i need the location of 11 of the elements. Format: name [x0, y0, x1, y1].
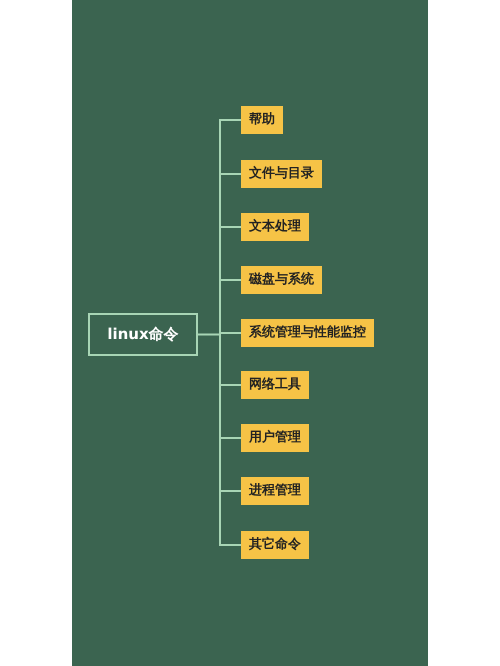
- root-box: linux命令: [88, 313, 198, 356]
- topic-box: 其它命令: [241, 531, 309, 559]
- connector-line: [198, 334, 241, 546]
- topic-box: 文件与目录: [241, 160, 322, 188]
- topic-box: 帮助: [241, 106, 283, 134]
- topic-box: 文本处理: [241, 213, 309, 241]
- topic-box: 用户管理: [241, 424, 309, 452]
- topic-box: 磁盘与系统: [241, 266, 322, 294]
- topic-box: 网络工具: [241, 371, 309, 399]
- topic-box: 系统管理与性能监控: [241, 319, 374, 347]
- topic-box: 进程管理: [241, 477, 309, 505]
